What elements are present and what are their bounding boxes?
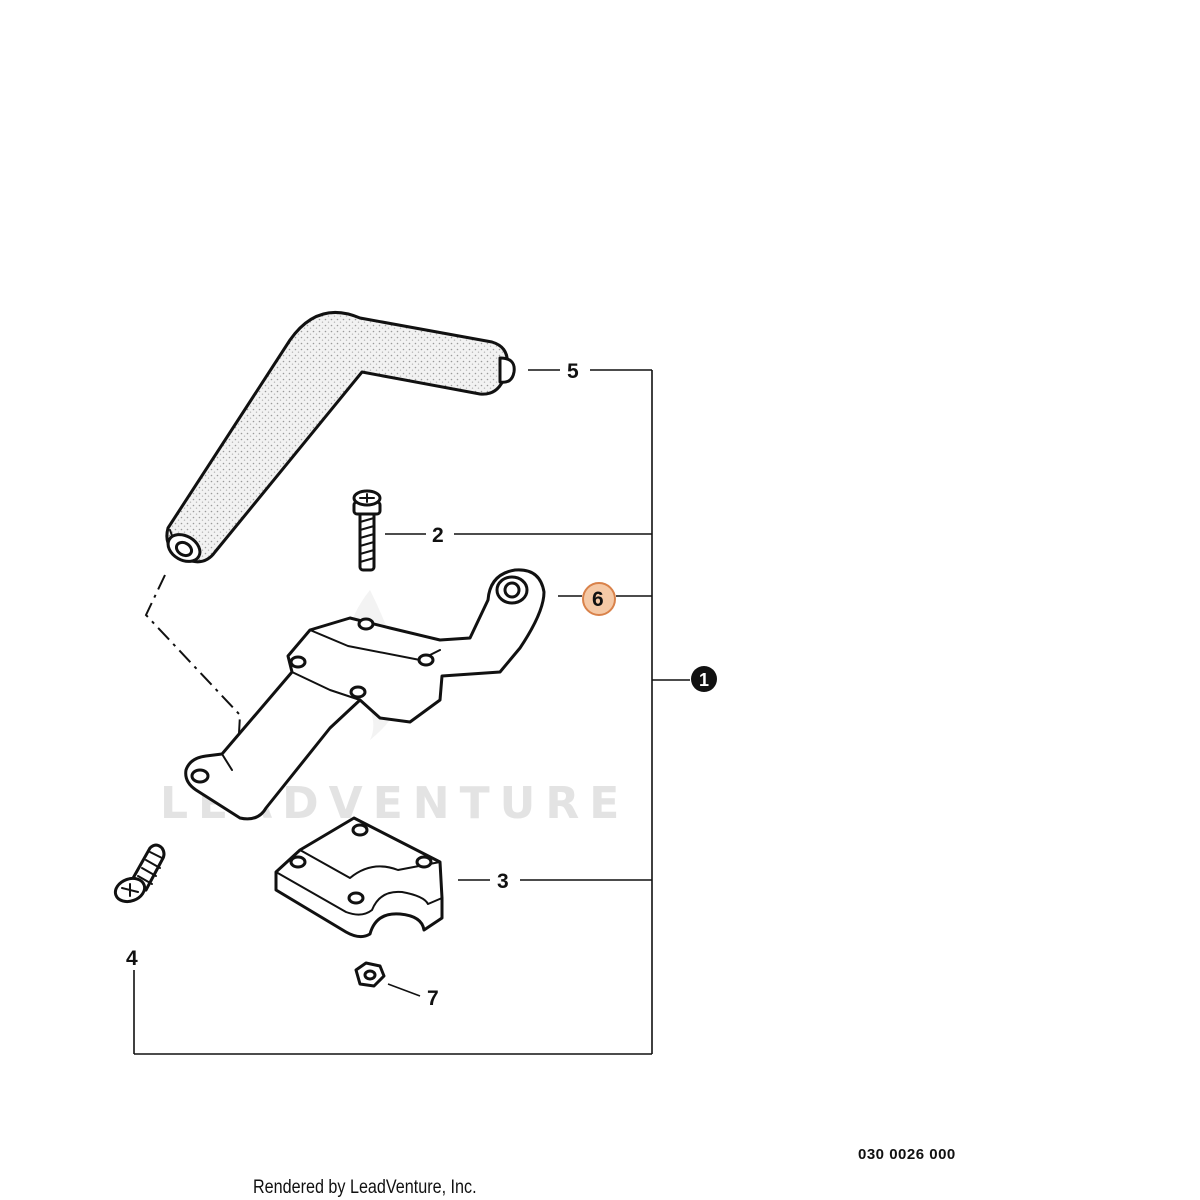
diagram-code: 030 0026 000 <box>858 1146 956 1163</box>
leader-lines <box>133 369 690 1055</box>
nut[interactable] <box>354 961 386 988</box>
callout-5[interactable]: 5 <box>567 360 579 383</box>
callout-3[interactable]: 3 <box>497 870 509 893</box>
render-credit: Rendered by LeadVenture, Inc. <box>253 1177 477 1198</box>
callout-2[interactable]: 2 <box>432 524 444 547</box>
callout-6[interactable]: 6 <box>592 588 604 611</box>
lower-clamp[interactable] <box>274 816 444 939</box>
callout-1-badge <box>691 666 717 692</box>
handle-grip[interactable] <box>163 310 516 566</box>
callout-4[interactable]: 4 <box>126 947 138 970</box>
alignment-line <box>144 574 242 753</box>
screw-lower[interactable] <box>112 843 166 905</box>
callout-6-highlight <box>582 582 616 616</box>
callout-7[interactable]: 7 <box>427 987 439 1010</box>
screw-upper[interactable] <box>352 489 382 572</box>
handle-bracket[interactable] <box>184 568 546 821</box>
callout-1[interactable]: 1 <box>699 670 709 690</box>
